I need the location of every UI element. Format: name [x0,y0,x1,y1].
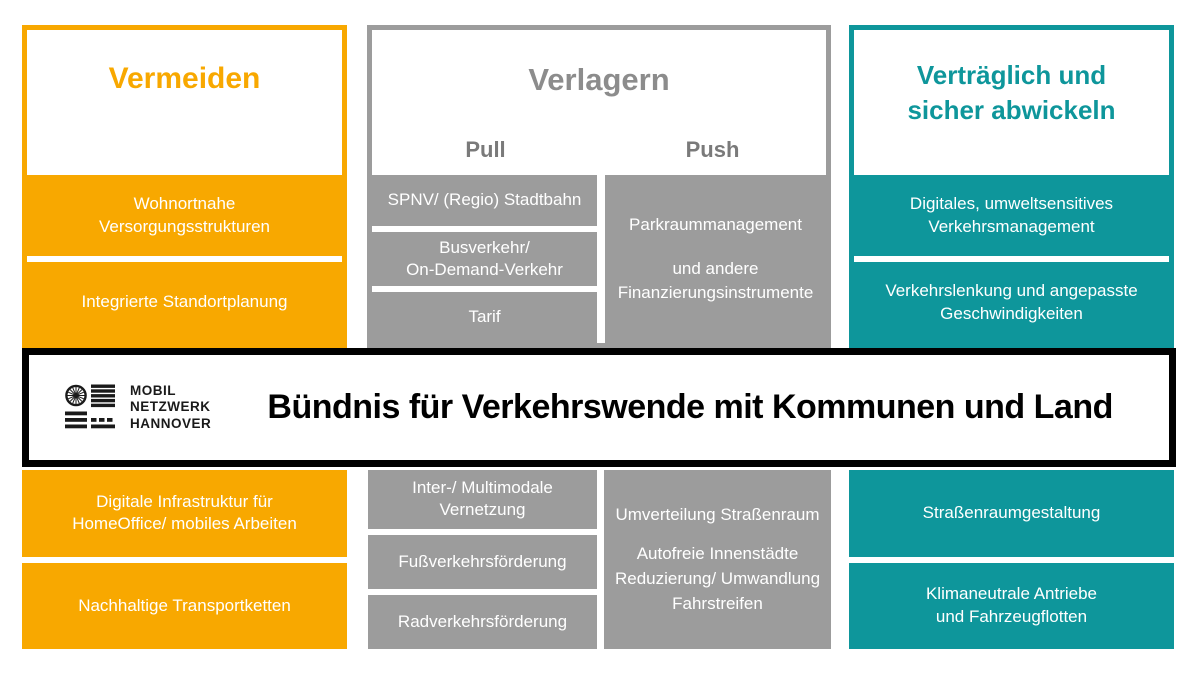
shift-column-top-box: Verlagern Pull Push SPNV/ (Regio) Stadtb… [367,25,831,348]
shift-header: Verlagern Pull Push [372,30,826,175]
divider [27,256,342,262]
divider [854,256,1169,262]
handle-cell-antriebe: Klimaneutrale Antriebe und Fahrzeugflott… [849,562,1174,649]
handle-header: Verträglich und sicher abwickeln [854,30,1169,175]
push-top-column: Parkraummanagement und andere Finanzieru… [605,175,826,343]
push-autofrei: Autofreie Innenstädte Reduzierung/ Umwan… [614,544,821,613]
handle-column-top-box: Verträglich und sicher abwickeln Digital… [849,25,1174,348]
push-label: Push [685,137,740,162]
handle-title: Verträglich und sicher abwickeln [907,60,1116,126]
avoid-title: Vermeiden [108,62,261,95]
pull-top-column: SPNV/ (Regio) Stadtbahn Busverkehr/ On-D… [372,175,597,343]
logo-line-1: MOBIL [130,383,176,399]
logo-line-3: HANNOVER [130,415,212,431]
divider [368,528,597,535]
divider [849,556,1174,563]
alliance-banner: MOBIL NETZWERK HANNOVER Bündnis für Verk… [22,348,1176,467]
divider [22,556,347,563]
avoid-cell-digitale-infrastruktur: Digitale Infrastruktur für HomeOffice/ m… [22,470,347,557]
avoid-column-bottom-panel: Digitale Infrastruktur für HomeOffice/ m… [22,470,347,649]
avoid-cell-versorgung: Wohnortnahe Versorgungsstrukturen [27,175,342,256]
logo-wordmark: MOBIL NETZWERK HANNOVER [130,383,211,432]
pull-cell-tarif: Tarif [372,292,597,343]
avoid-cell-standortplanung: Integrierte Standortplanung [27,262,342,343]
avoid-header: Vermeiden [27,30,342,175]
pull-cell-radverkehr: Radverkehrsförderung [368,594,597,649]
mobil-netzwerk-hannover-logo: MOBIL NETZWERK HANNOVER [65,383,211,432]
avoid-cell-transportketten: Nachhaltige Transportketten [22,562,347,649]
avoid-column-top-box: Vermeiden Wohnortnahe Versorgungsstruktu… [22,25,347,348]
handle-cell-verkehrsmanagement: Digitales, umweltsensitives Verkehrsmana… [854,175,1169,256]
pull-cell-spnv: SPNV/ (Regio) Stadtbahn [372,175,597,226]
handle-cell-verkehrslenkung: Verkehrslenkung und angepasste Geschwind… [854,262,1169,343]
logo-line-2: NETZWERK [130,399,211,415]
pull-label: Pull [465,137,506,162]
push-umverteilung: Umverteilung Straßenraum [615,504,820,524]
handle-cell-strassenraum: Straßenraumgestaltung [849,470,1174,557]
pull-push-labels: Pull Push [372,137,826,163]
pull-push-gap [597,175,605,343]
divider [368,588,597,595]
push-parkraum: Parkraummanagement [629,215,802,235]
push-finanzierung: und andere Finanzierungsinstrumente [617,259,814,302]
mobility-network-logo-icon [65,384,115,428]
shift-title: Verlagern [528,62,670,97]
pull-cell-bus: Busverkehr/ On-Demand-Verkehr [372,231,597,287]
divider [372,225,597,232]
divider [372,286,597,293]
push-bottom-column: Umverteilung Straßenraum Autofreie Innen… [604,470,831,649]
pull-cell-fussverkehr: Fußverkehrsförderung [368,534,597,589]
pull-cell-vernetzung: Inter-/ Multimodale Vernetzung [368,470,597,529]
handle-column-bottom-panel: Straßenraumgestaltung Klimaneutrale Antr… [849,470,1174,649]
banner-title: Bündnis für Verkehrswende mit Kommunen u… [267,388,1113,426]
pull-bottom-column: Inter-/ Multimodale Vernetzung Fußverkeh… [368,470,597,649]
